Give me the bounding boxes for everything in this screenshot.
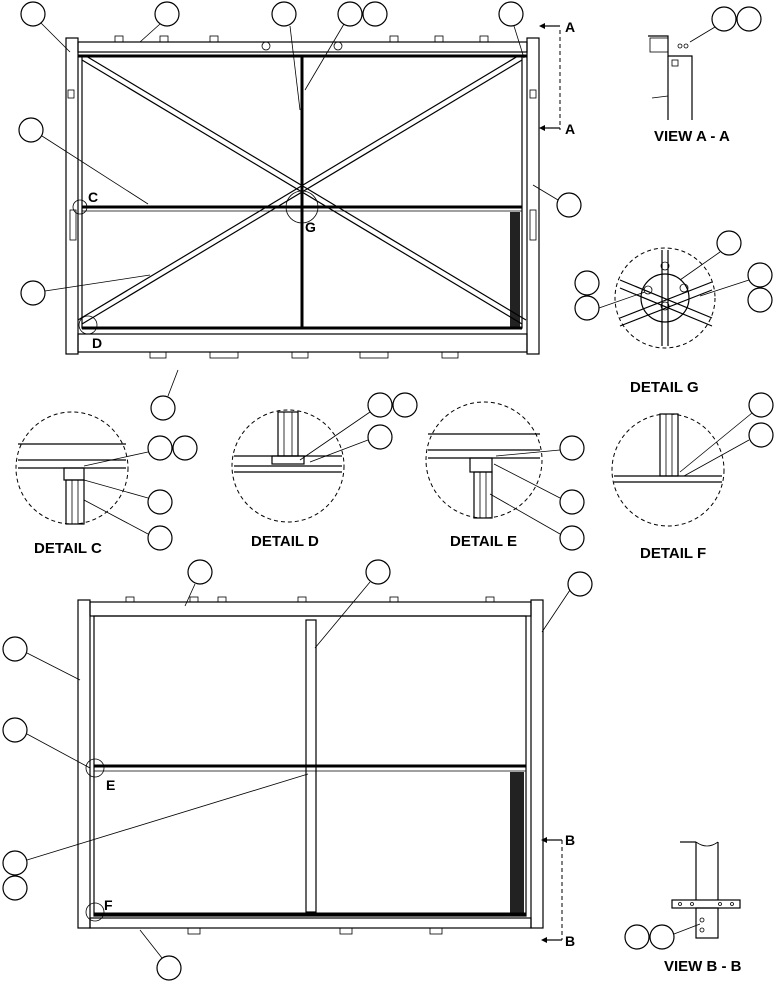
view-bb-caption: VIEW B - B <box>664 958 742 975</box>
section-b-marker-bottom: B <box>565 933 575 949</box>
top-frame-balloons <box>18 1 582 421</box>
detail-d-caption: DETAIL D <box>251 533 319 550</box>
bottom-frame-balloons <box>2 559 593 981</box>
detail-d-marker: D <box>92 335 102 351</box>
top-frame-assembly: C D G A A <box>65 19 575 359</box>
detail-c-marker: C <box>88 189 98 205</box>
detail-g-marker: G <box>305 219 316 235</box>
view-aa-caption: VIEW A - A <box>654 128 730 145</box>
detail-d: DETAIL D <box>231 392 418 550</box>
section-a-marker-top: A <box>565 19 575 35</box>
detail-c: DETAIL C <box>15 411 198 557</box>
detail-c-caption: DETAIL C <box>34 540 102 557</box>
detail-f: DETAIL F <box>611 392 774 562</box>
detail-f-marker: F <box>104 897 113 913</box>
view-aa: VIEW A - A <box>648 6 762 145</box>
detail-e: DETAIL E <box>425 401 585 551</box>
section-b-marker-top: B <box>565 832 575 848</box>
detail-f-caption: DETAIL F <box>640 545 706 562</box>
section-a-marker-bottom: A <box>565 121 575 137</box>
bottom-frame-assembly: E F B B <box>77 596 575 949</box>
detail-g: DETAIL G <box>574 230 773 396</box>
detail-e-marker: E <box>106 777 115 793</box>
detail-e-caption: DETAIL E <box>450 533 517 550</box>
detail-g-caption: DETAIL G <box>630 379 699 396</box>
view-bb: VIEW B - B <box>624 841 742 975</box>
